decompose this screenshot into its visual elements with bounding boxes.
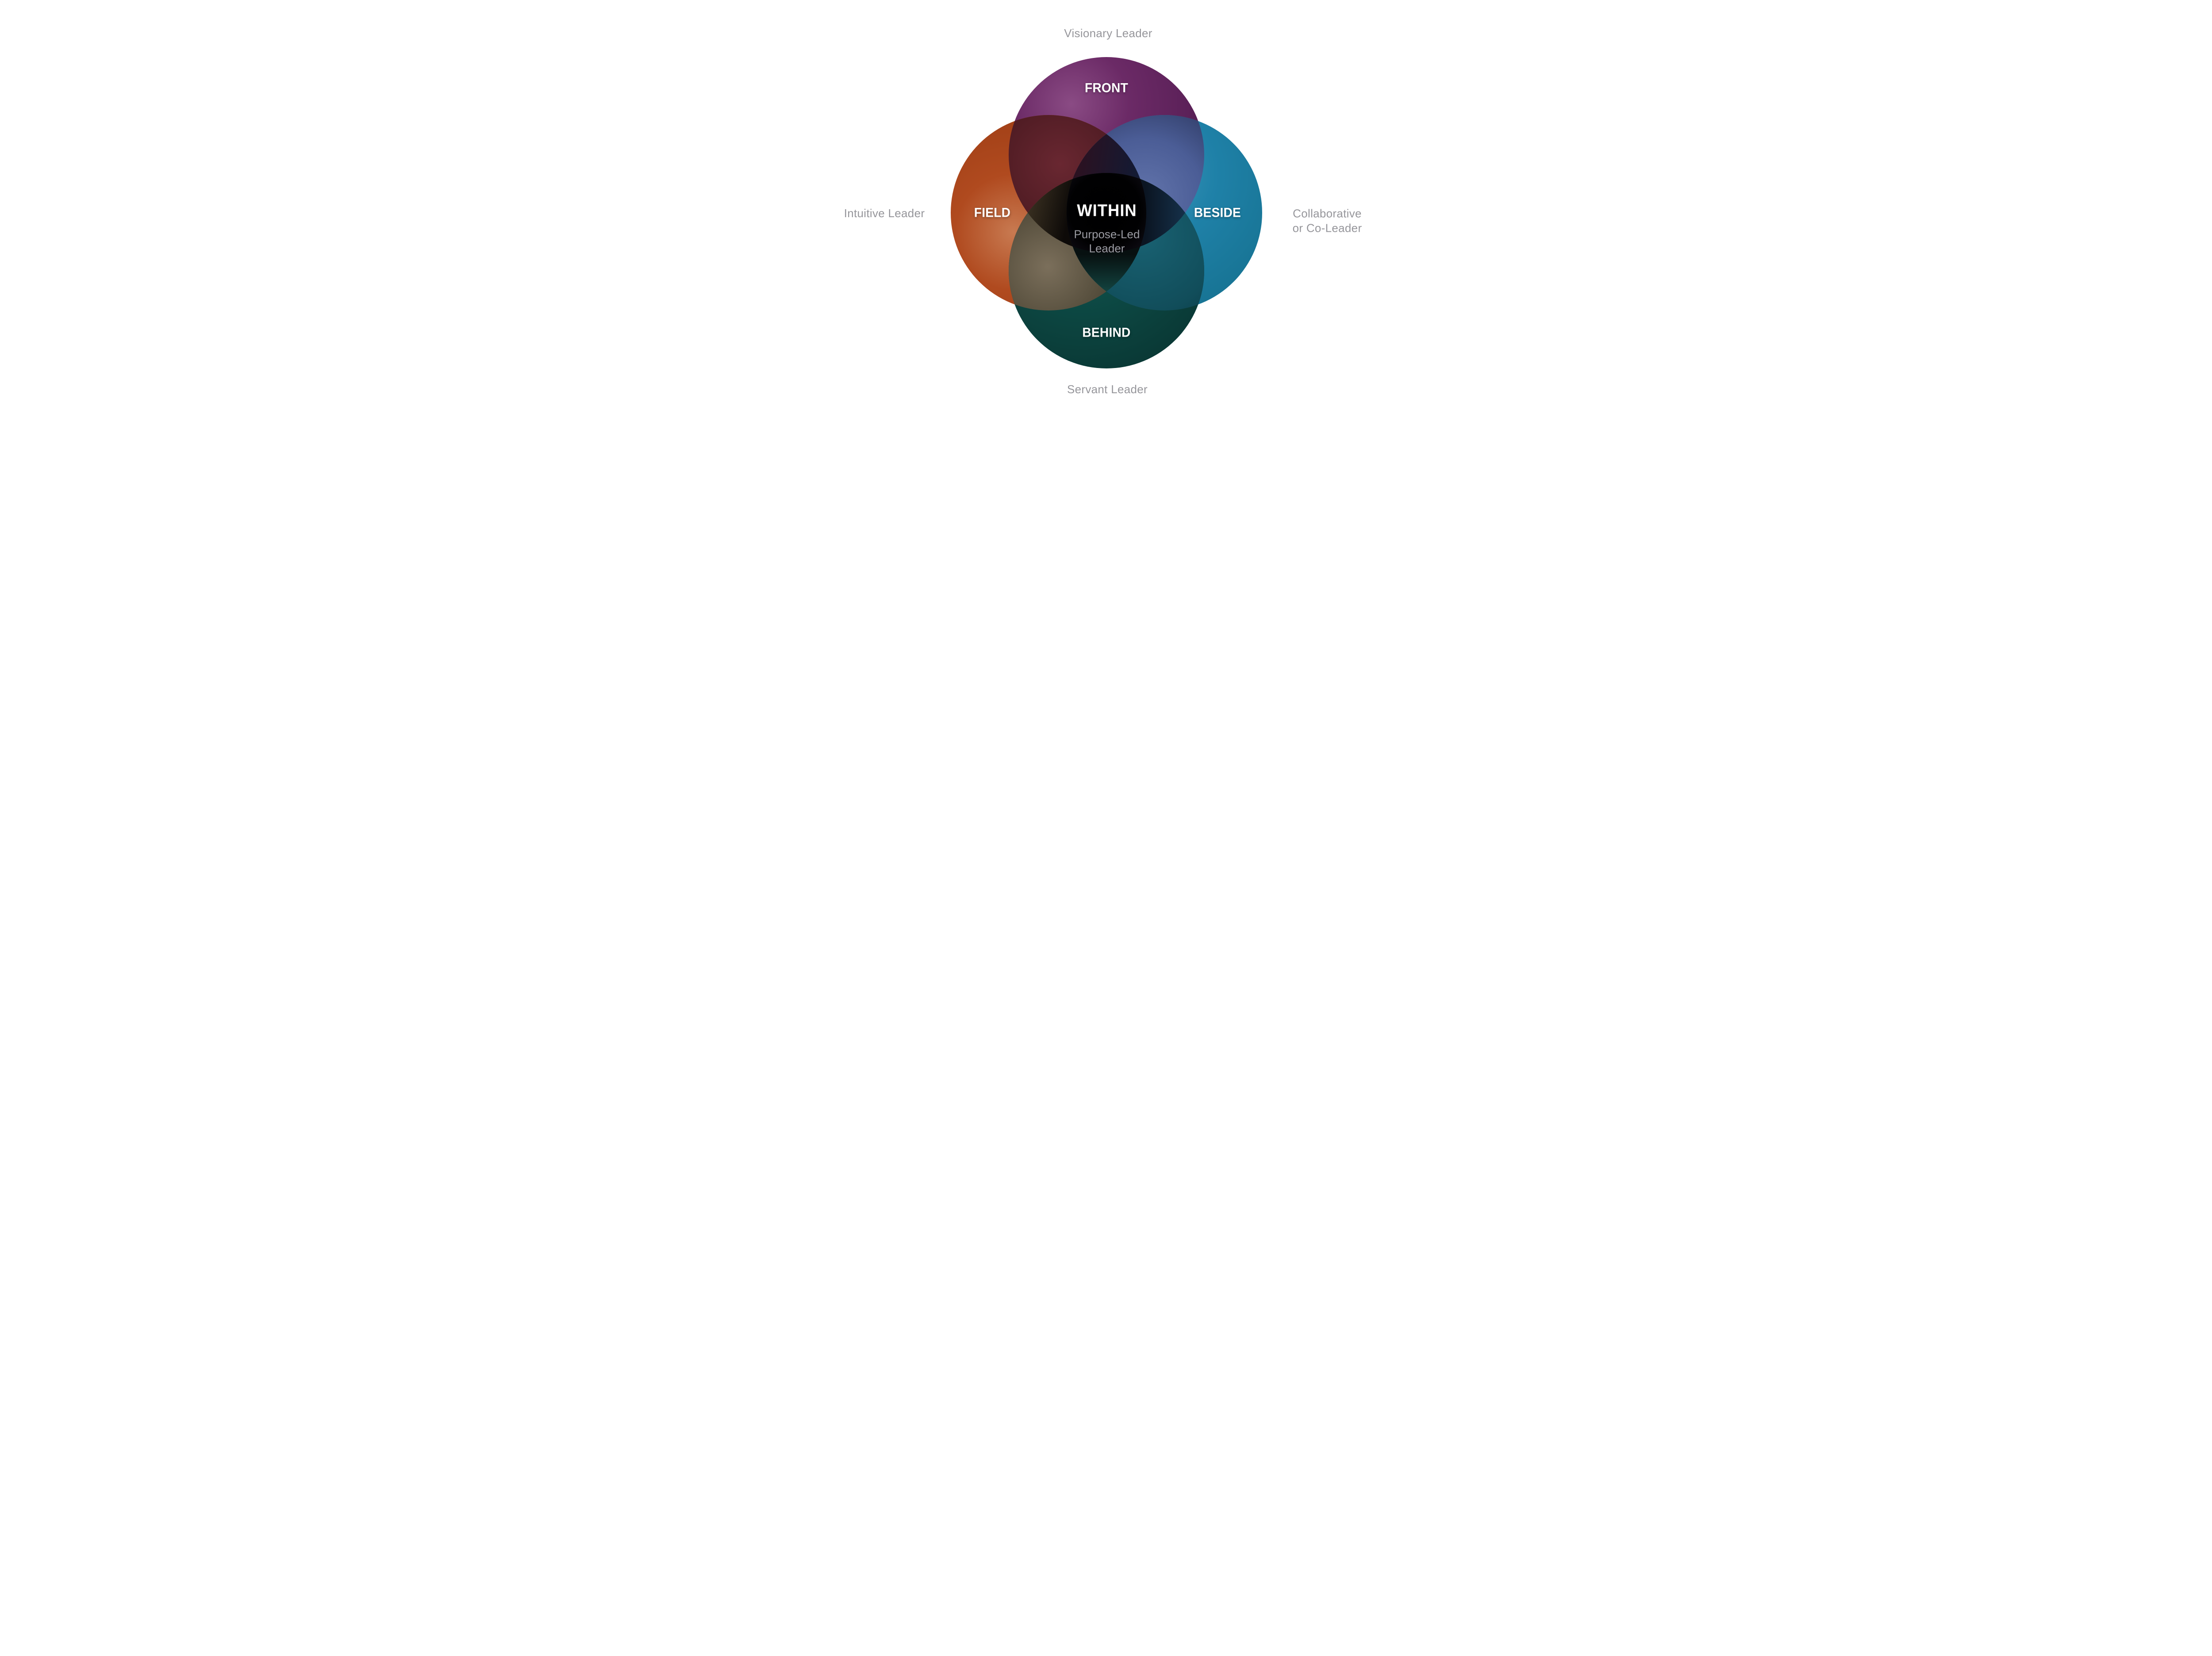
collaborative-co-leader-caption: Collaborative or Co-Leader: [1292, 207, 1362, 235]
field-label: FIELD: [974, 205, 1011, 220]
front-label: FRONT: [1084, 80, 1129, 96]
visionary-leader-caption: Visionary Leader: [1064, 26, 1152, 40]
venn-circles-canvas: [951, 57, 1262, 368]
servant-leader-caption: Servant Leader: [1067, 382, 1148, 396]
within-label: WITHIN: [1077, 201, 1137, 220]
leadership-venn-diagram: Visionary Leader Intuitive Leader Collab…: [795, 0, 1417, 414]
behind-label: BEHIND: [1082, 325, 1131, 340]
front-field-beside-overlap: [1067, 115, 1146, 253]
purpose-led-leader-sublabel: Purpose-Led Leader: [1074, 227, 1140, 255]
field-beside-behind-overlap: [1067, 173, 1146, 310]
front-beside-behind-overlap: [1067, 173, 1204, 253]
intuitive-leader-caption: Intuitive Leader: [844, 206, 925, 220]
front-field-behind-overlap: [1009, 173, 1146, 253]
beside-label: BESIDE: [1194, 205, 1241, 220]
